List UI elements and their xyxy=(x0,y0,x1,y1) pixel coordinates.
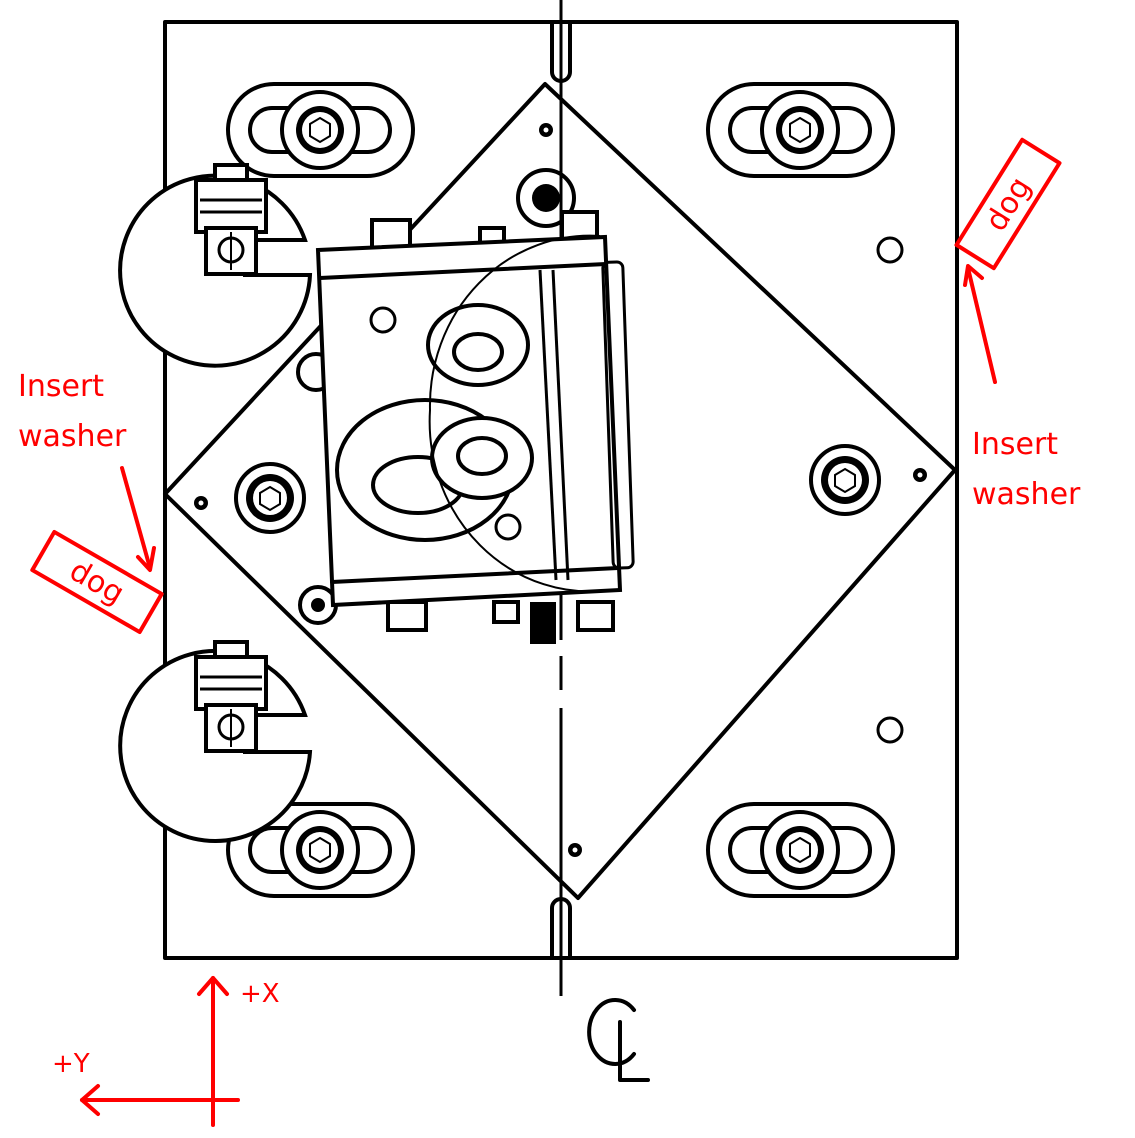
toggle-clamp-bottom xyxy=(118,640,313,843)
left-instruction-line2: washer xyxy=(18,419,127,454)
right-instruction-line1: Insert xyxy=(972,427,1058,462)
right-dog-label: dog xyxy=(979,171,1039,237)
workpiece-vise-assembly xyxy=(296,168,635,644)
socket-bolt-left xyxy=(234,462,306,534)
left-dog-label: dog xyxy=(64,553,130,612)
slotted-clamp-bolt-bottom-left xyxy=(226,802,415,898)
top-notch xyxy=(550,20,572,83)
right-instruction-line2: washer xyxy=(972,477,1081,512)
socket-bolt-right xyxy=(809,444,881,516)
toggle-clamp-top xyxy=(118,163,313,368)
left-instruction-line1: Insert xyxy=(18,369,104,404)
slotted-clamp-bolt-top-left xyxy=(226,82,415,178)
slotted-clamp-bolt-top-right xyxy=(706,82,895,178)
hole-right-bottom xyxy=(876,716,904,744)
hole-right-top xyxy=(876,236,904,264)
centerline-symbol xyxy=(587,998,650,1082)
right-dog-tag: dog xyxy=(954,137,1062,271)
x-axis-label: +X xyxy=(240,979,280,1009)
diamond-subplate xyxy=(163,82,957,900)
dowel-holes xyxy=(194,123,927,857)
bottom-notch xyxy=(550,897,572,960)
left-arrow-icon xyxy=(120,466,156,572)
right-arrow-icon xyxy=(963,264,997,384)
y-axis-label: +Y xyxy=(52,1049,90,1079)
axis-indicator xyxy=(80,976,240,1127)
slotted-clamp-bolt-bottom-right xyxy=(706,802,895,898)
